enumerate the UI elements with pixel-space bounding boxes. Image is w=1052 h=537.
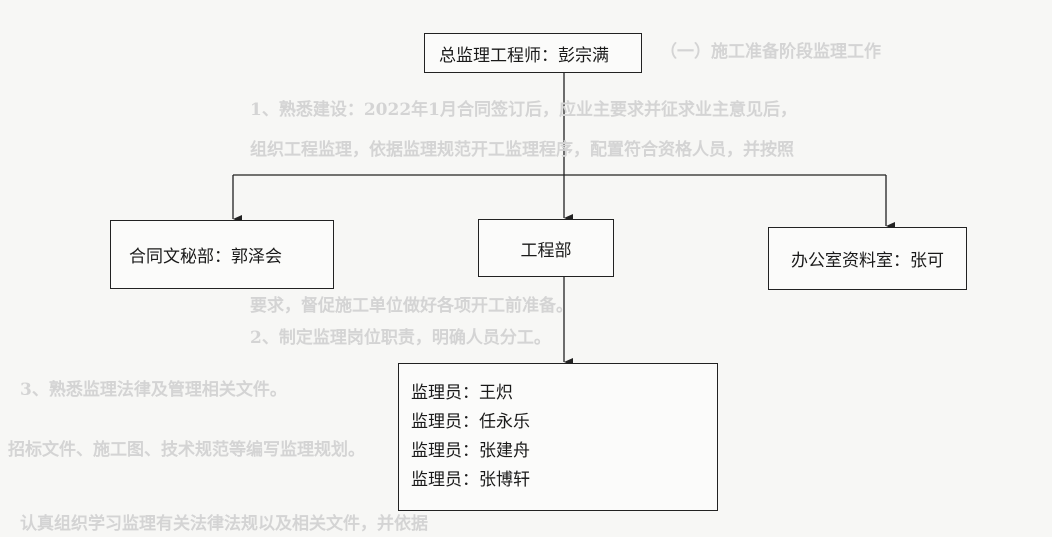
contract-office-label: 合同文秘部：郭泽会 (129, 247, 282, 267)
inspector-item: 监理员：王炽 (411, 383, 513, 403)
background-text-line: 2、制定监理岗位职责，明确人员分工。 (250, 328, 551, 348)
background-text-line: 1、熟悉建设：2022年1月合同签订后，应业主要求并征求业主意见后， (250, 100, 797, 120)
records-office-label: 办公室资料室：张可 (791, 251, 944, 271)
inspector-item: 监理员：任永乐 (411, 412, 530, 432)
inspector-item: 监理员：张建舟 (411, 441, 530, 461)
engineering-dept-box: 工程部 (478, 219, 614, 277)
engineering-dept-label: 工程部 (520, 240, 572, 261)
contract-office-box: 合同文秘部：郭泽会 (110, 220, 334, 289)
background-text-line: 3、熟悉监理法律及管理相关文件。 (20, 380, 287, 400)
chief-engineer-label: 总监理工程师：彭宗满 (439, 45, 609, 66)
background-text-line: 招标文件、施工图、技术规范等编写监理规划。 (8, 440, 365, 460)
inspector-item: 监理员：张博轩 (411, 470, 530, 490)
background-text-line: 认真组织学习监理有关法律法规以及相关文件，并依据 (20, 514, 428, 534)
chief-engineer-box: 总监理工程师：彭宗满 (424, 33, 642, 73)
records-office-box: 办公室资料室：张可 (768, 227, 967, 290)
inspectors-box: 监理员：王炽 监理员：任永乐 监理员：张建舟 监理员：张博轩 (398, 363, 718, 511)
background-text-line: （一）施工准备阶段监理工作 (660, 42, 881, 62)
background-text-line: 要求，督促施工单位做好各项开工前准备。 (250, 296, 573, 316)
background-text-line: 组织工程监理，依据监理规范开工监理程序，配置符合资格人员，并按照 (250, 140, 794, 160)
